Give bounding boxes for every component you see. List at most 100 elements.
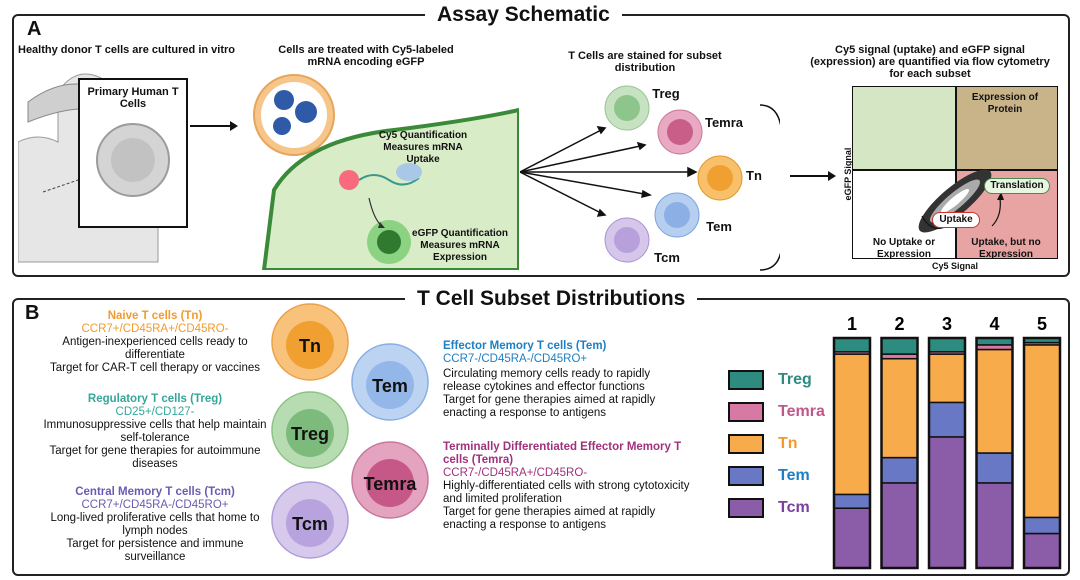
subset-tem-name: Effector Memory T cells (Tem): [443, 340, 607, 352]
bar-4-tem: [975, 452, 1014, 484]
subset-circles: [271, 303, 429, 559]
legend-label-tem: Tem: [778, 467, 810, 484]
circle-tn: Tn: [299, 336, 321, 356]
bar-4-tn: [975, 348, 1014, 454]
flow-uptake-badge: Uptake: [932, 212, 980, 228]
legend-label-temra: Temra: [778, 403, 825, 420]
legend-label-tn: Tn: [778, 435, 798, 452]
bar-4-tcm: [975, 482, 1014, 569]
subset-arrows: [520, 104, 780, 271]
legend-label-tcm: Tcm: [778, 499, 810, 516]
legend-swatch-temra: [728, 402, 764, 422]
bar-5-tem: [1023, 516, 1061, 535]
subset-treg-name: Regulatory T cells (Treg): [87, 393, 223, 405]
bar-outline-3: [927, 336, 967, 570]
arrow-4: [790, 171, 836, 181]
subset-treg-markers: CD25+/CD127-: [115, 406, 195, 418]
flow-x-axis: Cy5 Signal: [931, 261, 978, 271]
subset-temra-desc: Highly-differentiated cells with strong …: [443, 480, 690, 505]
subset-tn-name: Naive T cells (Tn): [107, 310, 203, 322]
subset-tn-desc: Antigen-inexperienced cells ready to dif…: [62, 336, 248, 361]
panel-a-title: Assay Schematic: [425, 3, 622, 27]
flow-y-axis: eGFP Signal: [843, 147, 853, 201]
subset-tn-text: Naive T cells (Tn) CCR7+/CD45RA+/CD45RO-…: [40, 310, 270, 375]
subset-tem-markers: CCR7-/CD45RA-/CD45RO+: [443, 353, 588, 365]
circle-tcm: Tcm: [292, 514, 328, 534]
subset-treg-text: Regulatory T cells (Treg) CD25+/CD127- I…: [40, 393, 270, 471]
subset-temra-name: Terminally Differentiated Effector Memor…: [443, 441, 682, 466]
legend-item-temra: Temra: [728, 402, 825, 422]
subset-tcm-desc: Long-lived proliferative cells that home…: [50, 512, 260, 537]
step2-caption: Cells are treated with Cy5-labeled mRNA …: [278, 44, 454, 68]
bar-1-tem: [833, 493, 871, 509]
legend-swatch-treg: [728, 370, 764, 390]
legend-swatch-tem: [728, 466, 764, 486]
primary-cell-label: Primary Human T Cells: [87, 86, 179, 110]
panel-b-title: T Cell Subset Distributions: [405, 287, 698, 311]
bar-3-tem: [928, 401, 966, 438]
step1-caption: Healthy donor T cells are cultured in vi…: [18, 44, 235, 56]
cell-treatment-illustration: [253, 74, 519, 270]
flow-q-bottom-left: No Uptake or Expression: [872, 237, 936, 260]
step4-caption: Cy5 signal (uptake) and eGFP signal (exp…: [810, 44, 1050, 80]
bar-2-tcm: [880, 482, 919, 569]
flow-q-top-right: Expression of Protein: [971, 92, 1039, 115]
subset-cells: [604, 85, 743, 263]
legend-item-tn: Tn: [728, 434, 798, 454]
circle-temra: Temra: [363, 474, 417, 494]
circle-tem: Tem: [372, 376, 408, 396]
quadrant-top-left: [853, 87, 955, 170]
legend-label-treg: Treg: [778, 371, 812, 388]
subset-temra-target: Target for gene therapies aimed at rapid…: [443, 506, 656, 531]
bar-outline-1: [832, 336, 872, 570]
circle-treg: Treg: [290, 424, 329, 444]
bar-3-treg: [928, 337, 966, 353]
cell-label-treg: Treg: [652, 86, 680, 101]
subset-tn-markers: CCR7+/CD45RA+/CD45RO-: [81, 323, 229, 335]
bar-outline-2: [880, 336, 919, 570]
step3-caption: T Cells are stained for subset distribut…: [568, 50, 722, 74]
subset-tcm-text: Central Memory T cells (Tcm) CCR7+/CD45R…: [40, 486, 270, 564]
quadrant-top-right: [955, 87, 1057, 170]
bar-3-tn: [928, 353, 966, 404]
subset-temra-text: Terminally Differentiated Effector Memor…: [443, 441, 693, 532]
bar-1-tcm: [833, 507, 871, 569]
cell-label-tem: Tem: [706, 219, 732, 234]
cell-label-tn: Tn: [746, 168, 762, 183]
bar-1-treg: [833, 337, 871, 353]
bar-label-3: 3: [942, 314, 952, 334]
bar-outline-4: [975, 336, 1014, 570]
bar-label-1: 1: [847, 314, 857, 334]
stacked-bar-chart: 1 2 3 4 5: [832, 314, 1062, 570]
subset-tn-target: Target for CAR-T cell therapy or vaccine…: [49, 362, 261, 374]
panel-b-letter: B: [25, 302, 40, 324]
bar-label-2: 2: [894, 314, 904, 334]
subset-tcm-name: Central Memory T cells (Tcm): [75, 486, 235, 498]
egfp-note: eGFP Quantification Measures mRNA Expres…: [412, 228, 508, 263]
subset-tem-text: Effector Memory T cells (Tem) CCR7-/CD45…: [443, 340, 683, 420]
legend-item-tcm: Tcm: [728, 498, 810, 518]
subset-treg-desc: Immunosuppressive cells that help mainta…: [43, 419, 267, 444]
bar-2-tem: [880, 456, 919, 484]
bar-2-treg: [880, 337, 919, 355]
arrow-1: [190, 121, 238, 131]
flow-translation-badge: Translation: [984, 178, 1050, 194]
bar-outline-5: [1022, 336, 1062, 570]
legend-swatch-tn: [728, 434, 764, 454]
panel-a-letter: A: [27, 18, 42, 40]
bar-1-tn: [833, 353, 871, 496]
flow-plot: [852, 86, 1058, 259]
subset-temra-markers: CCR7-/CD45RA+/CD45RO-: [443, 467, 588, 479]
subset-treg-target: Target for gene therapies for autoimmune…: [49, 445, 261, 470]
cell-label-temra: Temra: [704, 115, 744, 130]
bar-5-tcm: [1023, 532, 1061, 569]
bar-label-5: 5: [1037, 314, 1047, 334]
cy5-note: Cy5 Quantification Measures mRNA Uptake: [378, 130, 468, 165]
subset-tcm-target: Target for persistence and immune survei…: [66, 538, 244, 563]
bar-label-4: 4: [989, 314, 999, 334]
bar-3-tcm: [928, 436, 966, 569]
primary-cell-icon: [96, 123, 170, 197]
cell-label-tcm: Tcm: [654, 250, 680, 265]
flow-q-bottom-right: Uptake, but no Expression: [971, 237, 1041, 260]
